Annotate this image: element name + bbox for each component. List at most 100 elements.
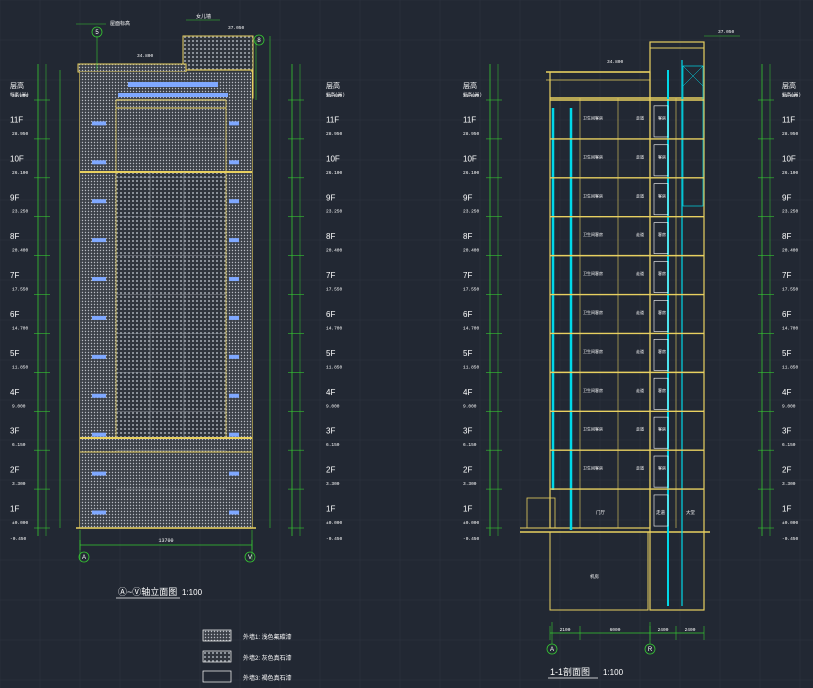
section-room-label: 客房 — [595, 114, 603, 120]
sec-right-level-header: 层高 — [782, 81, 796, 90]
section-room-label: 客房 — [595, 465, 603, 471]
section-axis-bubble-end — [644, 643, 656, 655]
elev-left-floor-label: 3F — [10, 427, 19, 436]
sec-left-floor-label: 3F — [463, 427, 472, 436]
elevation-left-level-scale: 层高标高(米)11F28.95010F26.1009F23.2508F20.40… — [10, 64, 50, 542]
section-room-label: 卫生间 — [583, 153, 595, 159]
section-room-label: 客房 — [658, 153, 666, 159]
axis-label-top: 5 — [95, 30, 99, 36]
section-title: 1-1剖面图 — [550, 666, 590, 677]
elevation-facade — [76, 35, 256, 529]
elevation-top-elev: 37.050 — [228, 25, 245, 31]
facade-window — [229, 238, 239, 243]
section-room-label: 客房 — [658, 426, 666, 432]
section-room-label: 卫生间 — [583, 270, 595, 276]
section-room-label: 卫生间 — [583, 348, 595, 354]
section-dimensions: 2100 6000 2400 2400 A R — [546, 622, 705, 655]
section-room-label: 卫生间 — [583, 465, 595, 471]
section-axis-end: R — [648, 647, 653, 653]
facade-window — [92, 510, 106, 515]
section-room-label: 客房 — [595, 231, 603, 237]
elev-right-floor-label: 4F — [326, 388, 335, 397]
elev-right-elevation-label: ±0.000 — [326, 520, 343, 526]
section-room-label: 客房 — [595, 153, 603, 159]
elev-left-floor-label: 5F — [10, 349, 19, 358]
elev-left-top-elevation: 31.800 — [12, 93, 29, 99]
facade-window — [229, 315, 239, 320]
section-room-label: 走道 — [636, 465, 644, 471]
sec-left-elevation-label: 3.300 — [463, 481, 477, 487]
elev-left-elevation-label: 20.400 — [12, 248, 29, 254]
section-dim-2: 6000 — [610, 627, 621, 633]
sec-left-elevation-label: 9.000 — [463, 403, 477, 409]
section-right-level-scale: 层高标高(米)11F28.95010F26.1009F23.2508F20.40… — [758, 64, 801, 542]
elevation-right-level-scale: 层高标高(米)11F28.95010F26.1009F23.2508F20.40… — [288, 64, 345, 542]
sec-right-floor-label: 11F — [782, 115, 795, 124]
roof-label-1: 屋面标高 — [110, 20, 130, 27]
elev-left-bottom-level: -0.450 — [10, 536, 27, 542]
sec-right-floor-label: 10F — [782, 154, 796, 163]
sec-right-floor-label: 7F — [782, 271, 791, 280]
section-room-label: 走道 — [636, 114, 644, 120]
sec-right-elevation-label: 6.150 — [782, 442, 796, 448]
elev-right-elevation-label: 3.300 — [326, 481, 340, 487]
sec-left-elevation-label: 17.550 — [463, 287, 480, 293]
sec-right-elevation-label: 11.850 — [782, 364, 799, 370]
axis-bubble-top — [91, 26, 103, 38]
section-ground-label-2: 走道 — [656, 509, 665, 516]
section-dim-1: 2100 — [560, 627, 571, 633]
section-room-label: 走道 — [636, 231, 644, 237]
sec-left-elevation-label: 11.850 — [463, 364, 480, 370]
sec-right-elevation-label: 28.950 — [782, 131, 799, 137]
legend-label-3: 外墙3: 褐色真石漆 — [243, 674, 292, 682]
sec-left-floor-label: 2F — [463, 466, 472, 475]
elev-left-elevation-label: 3.300 — [12, 481, 26, 487]
elev-right-elevation-label: 28.950 — [326, 131, 343, 137]
facade-window — [229, 160, 239, 165]
elev-right-elevation-label: 26.100 — [326, 170, 343, 176]
section-room-label: 走道 — [636, 192, 644, 198]
section-axis-bubble-start — [546, 643, 558, 655]
sec-left-floor-label: 4F — [463, 388, 472, 397]
elev-left-level-subheader: 标高(米) — [10, 91, 29, 98]
sec-right-floor-label: 2F — [782, 466, 791, 475]
section-scale: 1:100 — [603, 668, 624, 677]
elevation-axis-bottom: A V — [78, 551, 256, 563]
elev-right-floor-label: 7F — [326, 271, 335, 280]
sec-left-top-elevation: 31.800 — [463, 93, 480, 99]
elev-left-elevation-label: 14.700 — [12, 325, 29, 331]
sec-left-floor-label: 10F — [463, 154, 477, 163]
sec-left-elevation-label: 23.250 — [463, 209, 480, 215]
section-room-label: 卫生间 — [583, 114, 595, 120]
elev-right-elevation-label: 6.150 — [326, 442, 340, 448]
facade-window — [92, 160, 106, 165]
axis-bubble-end — [244, 551, 256, 563]
elev-right-bottom-level: -0.450 — [326, 536, 343, 542]
elev-right-elevation-label: 23.250 — [326, 209, 343, 215]
elev-left-floor-label: 1F — [10, 505, 19, 514]
section-room-label: 客房 — [658, 387, 666, 393]
elev-right-elevation-label: 14.700 — [326, 325, 343, 331]
sec-right-level-subheader: 标高(米) — [782, 91, 801, 98]
axis-bubble-right-top — [253, 34, 265, 46]
section-floors: 卫生间客房走道客房卫生间客房走道客房卫生间客房走道客房卫生间客房走道客房卫生间客… — [550, 99, 704, 527]
legend-swatch-blank — [202, 670, 232, 683]
elev-left-floor-label: 6F — [10, 310, 19, 319]
elevation-dimensions: 13700 5 8 屋面标高 女儿墙 37.050 34.800 — [59, 13, 271, 560]
elev-right-floor-label: 11F — [326, 115, 339, 124]
elev-right-floor-label: 2F — [326, 466, 335, 475]
section-room-label: 客房 — [658, 114, 666, 120]
section-axis-start: A — [550, 647, 554, 653]
section-room-label: 客房 — [658, 309, 666, 315]
section-room-label: 走道 — [636, 153, 644, 159]
legend-swatch-coarse — [202, 650, 232, 663]
elev-right-top-elevation: 31.800 — [326, 93, 343, 99]
facade-window — [92, 315, 106, 320]
section-room-label: 客房 — [658, 192, 666, 198]
sec-right-floor-label: 6F — [782, 310, 791, 319]
section-room-label: 走道 — [636, 348, 644, 354]
elev-right-level-subheader: 标高(米) — [326, 91, 345, 98]
axis-label-right-top: 8 — [257, 38, 261, 44]
facade-window — [92, 277, 106, 282]
roof-label-2: 女儿墙 — [196, 13, 211, 20]
